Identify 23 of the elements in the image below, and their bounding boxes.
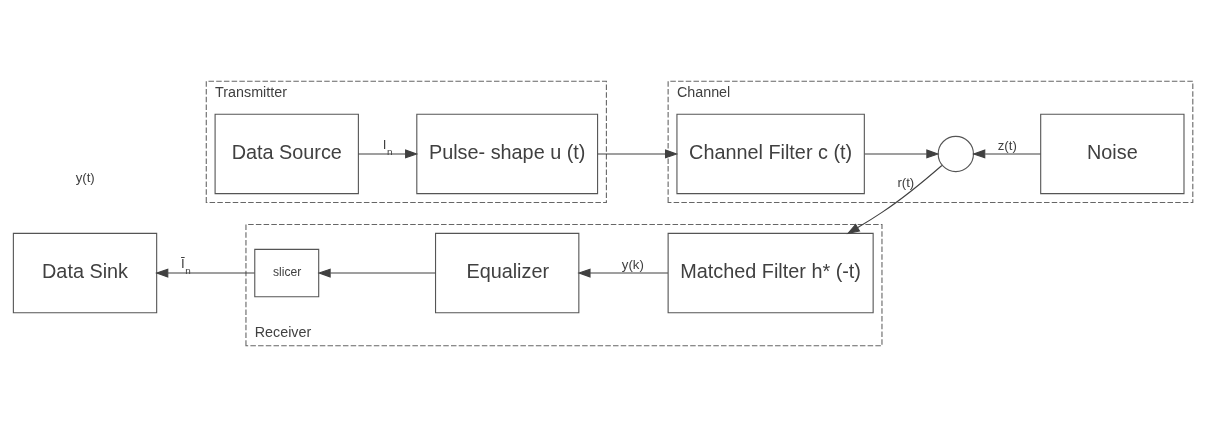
edge-label: z(t) xyxy=(997,138,1017,154)
node-circle xyxy=(937,135,974,173)
edge-label: y(k) xyxy=(621,257,644,273)
arrow xyxy=(357,149,419,159)
node-box: Pulse- shape u (t) xyxy=(416,113,599,195)
node-box: Noise xyxy=(1040,113,1185,195)
node-box: slicer xyxy=(254,248,320,298)
edge-label: Ī$_{n}$ xyxy=(180,256,191,276)
node-box: Equalizer xyxy=(435,232,580,314)
label: y(t) xyxy=(75,169,95,185)
arrow xyxy=(597,149,679,159)
arrow xyxy=(577,268,669,278)
arrow xyxy=(972,149,1042,159)
node-box: Matched Filter h* (-t) xyxy=(667,232,874,314)
node-box: Data Sink xyxy=(12,232,158,314)
arrow xyxy=(846,164,943,235)
edge-label: I$_{n}$ xyxy=(382,137,393,157)
node-box: Channel Filter c (t) xyxy=(676,113,865,195)
arrow xyxy=(155,268,255,278)
edge-label: r(t) xyxy=(897,174,915,190)
node-box: Data Source xyxy=(214,113,359,195)
arrow xyxy=(317,268,436,278)
arrow xyxy=(864,149,940,159)
